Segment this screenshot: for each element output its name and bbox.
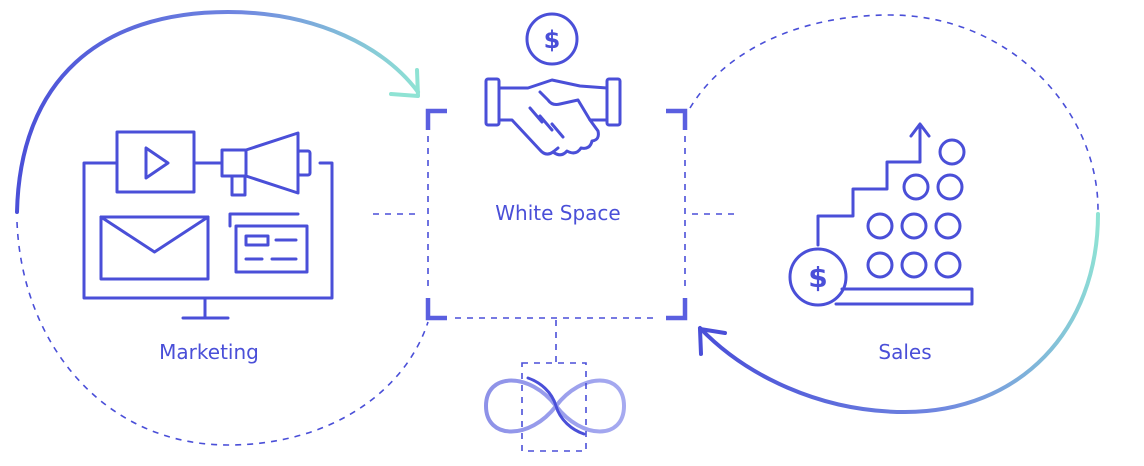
frame-bracket-bottom-right [666, 298, 688, 321]
sales-label: Sales [878, 340, 931, 364]
infinity-dashed-box [521, 362, 587, 452]
email-envelope-icon [99, 215, 210, 281]
monitor-icon [82, 161, 334, 320]
sales-loop-arc-dashed [689, 14, 1099, 211]
growth-stairs-coins-icon: $ [788, 122, 974, 307]
frame-bracket-top-right [666, 108, 688, 130]
video-play-icon [115, 130, 196, 194]
sales-loop-arc-solid [698, 212, 1100, 415]
frame-bracket-top-left [425, 108, 447, 130]
megaphone-icon [192, 131, 312, 197]
white-space-label: White Space [495, 201, 620, 225]
marketing-loop [15, 9, 429, 446]
marketing-icon [82, 130, 334, 320]
sales-loop [689, 14, 1100, 415]
marketing-label: Marketing [159, 340, 259, 364]
marketing-loop-arc-solid [15, 9, 420, 214]
marketing-loop-arc-dashed [16, 221, 429, 446]
dollar-coin-glyph: $ [544, 26, 561, 54]
dollar-coin-icon: $ [525, 12, 579, 66]
handshake-icon [484, 77, 622, 157]
white-space-frame [373, 108, 737, 362]
marketing-loop-arrowhead [389, 68, 420, 98]
frame-bracket-bottom-left [425, 298, 447, 321]
ad-card-icon [228, 212, 309, 274]
sales-loop-arrowhead [698, 327, 727, 356]
sales-dollar-glyph: $ [808, 261, 827, 294]
infinity-loop-icon [483, 362, 627, 452]
